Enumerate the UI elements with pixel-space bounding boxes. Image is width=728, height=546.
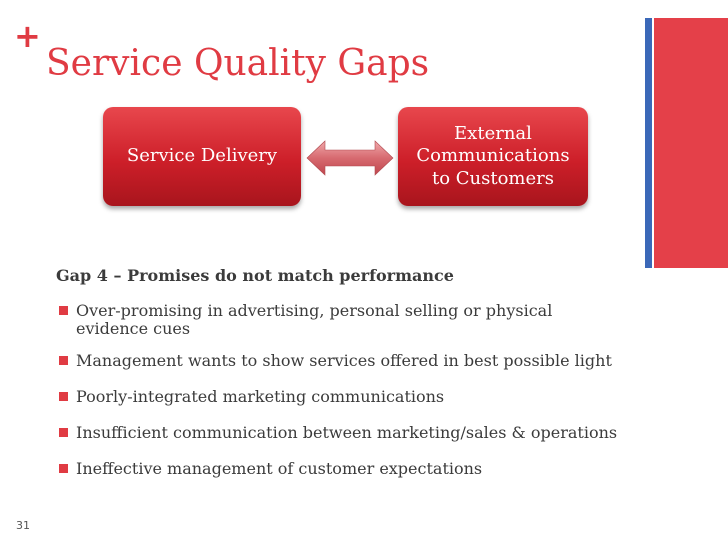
bullet-item: Poorly-integrated marketing communicatio… xyxy=(56,388,666,406)
bullet-text: Poorly-integrated marketing communicatio… xyxy=(76,387,445,406)
bullet-text: Management wants to show services offere… xyxy=(76,351,612,370)
bullet-item: Management wants to show services offere… xyxy=(56,352,666,370)
bullet-item: Ineffective management of customer expec… xyxy=(56,460,666,478)
slide-number: 31 xyxy=(16,519,30,532)
double-headed-arrow-icon xyxy=(306,140,394,176)
external-communications-line-1: External xyxy=(454,122,532,144)
external-communications-line-2: Communications xyxy=(416,145,570,167)
bullet-square-icon xyxy=(59,464,68,473)
bullet-square-icon xyxy=(59,306,68,315)
external-communications-line-3: to Customers xyxy=(431,167,554,189)
plus-icon: + xyxy=(14,17,41,55)
bullet-square-icon xyxy=(59,428,68,437)
bullet-item: Over-promising in advertising, personal … xyxy=(56,302,666,338)
bullet-text: Insufficient communication between marke… xyxy=(76,423,618,442)
bullet-text: Ineffective management of customer expec… xyxy=(76,459,483,478)
decorative-blue-bar xyxy=(645,18,652,268)
service-delivery-box: Service Delivery xyxy=(103,107,301,206)
bullet-square-icon xyxy=(59,356,68,365)
slide-content: Gap 4 – Promises do not match performanc… xyxy=(56,266,666,478)
bullet-text-line: Over-promising in advertising, personal … xyxy=(76,301,553,320)
slide-title: Service Quality Gaps xyxy=(46,43,430,84)
gap-heading: Gap 4 – Promises do not match performanc… xyxy=(56,266,454,285)
decorative-red-bar xyxy=(654,18,728,268)
external-communications-box: External Communications to Customers xyxy=(398,107,588,206)
service-delivery-label: Service Delivery xyxy=(126,145,278,167)
bullet-list: Over-promising in advertising, personal … xyxy=(56,302,666,478)
bullet-item: Insufficient communication between marke… xyxy=(56,424,666,442)
bullet-square-icon xyxy=(59,392,68,401)
bullet-text-line: evidence cues xyxy=(76,319,191,338)
